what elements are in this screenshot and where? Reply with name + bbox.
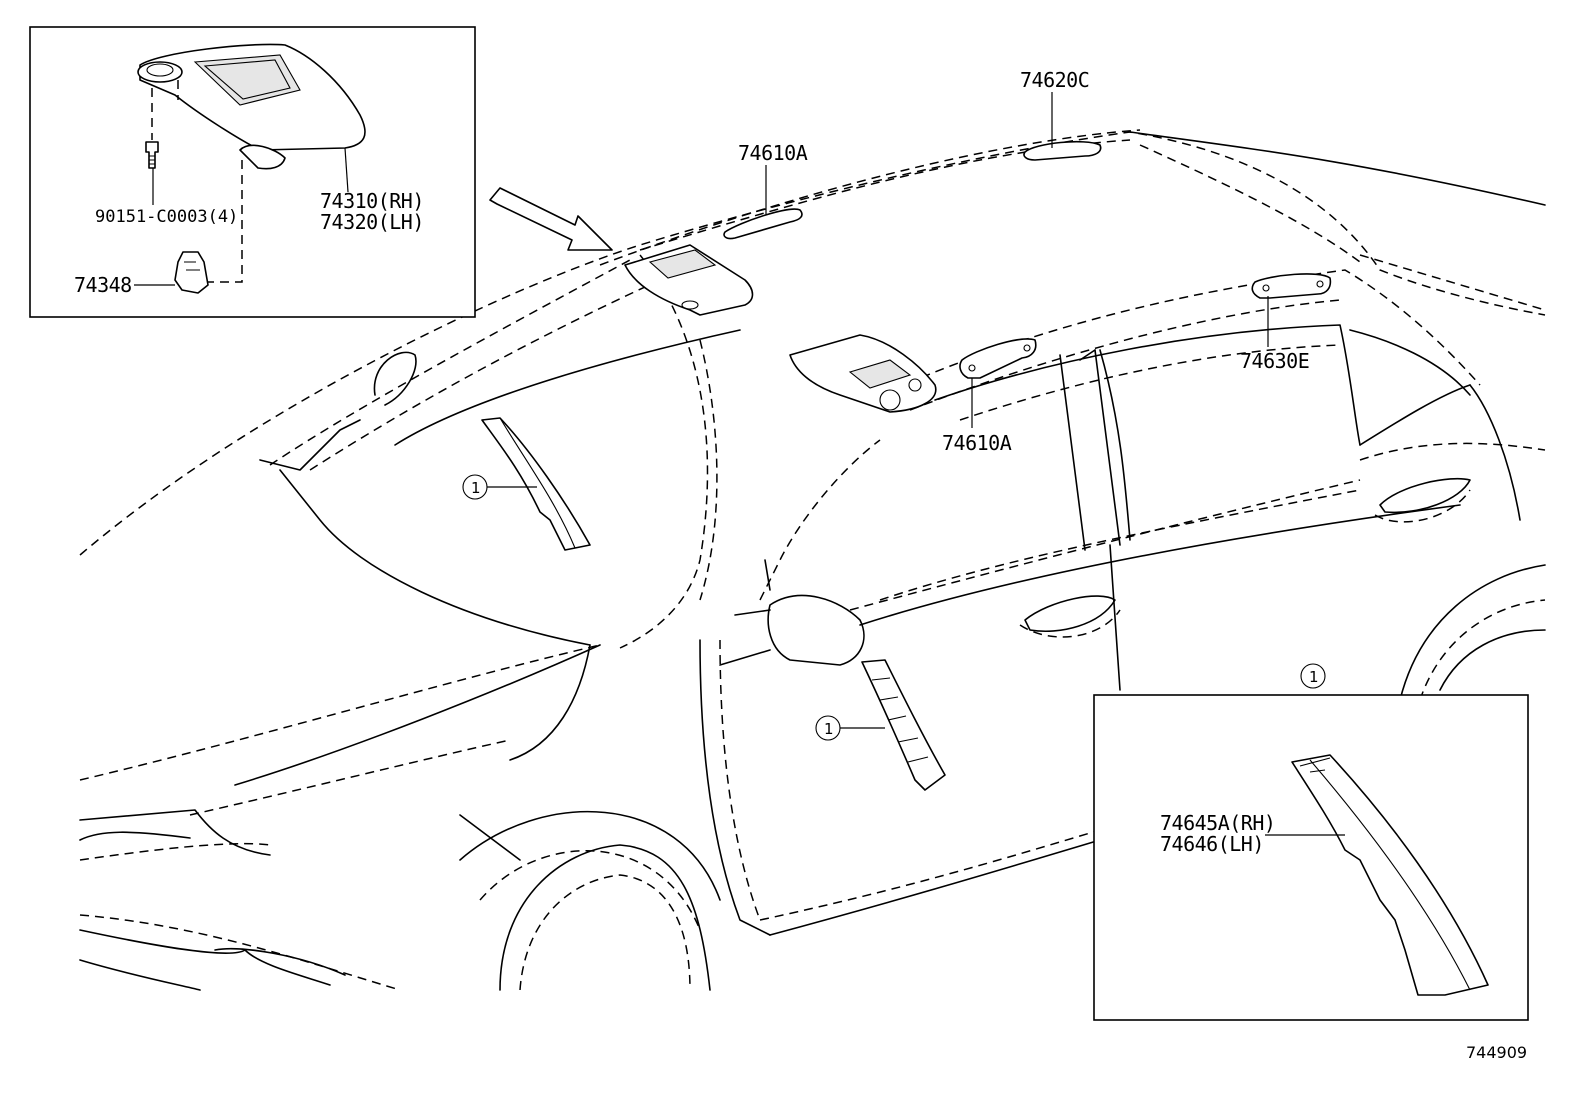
visor-holder-part [174, 251, 209, 294]
label-grip-front-side: 74610A [942, 431, 1012, 455]
label-holder: 74348 [74, 273, 132, 297]
assist-grip-side-rear [1251, 273, 1332, 299]
label-visor-rh: 74310(RH) [320, 189, 424, 213]
assist-grip-front-side [959, 338, 1037, 379]
label-grip-side-rear: 74630E [1240, 349, 1309, 373]
callout-1c: 1 [1309, 668, 1319, 686]
assist-grip-front-top [723, 208, 803, 240]
main-labels: 74610A 74620C 74610A 74630E 1 1 [462, 68, 1310, 741]
detail-frame-visor: 90151-C0003(4) 74310(RH) 74320(LH) 74348 [29, 26, 476, 318]
pillar-garnish-door [861, 659, 946, 791]
detail-frame-pillar: 1 74645A(RH) 74646(LH) [1093, 663, 1529, 1021]
sun-visor-right-installed [789, 334, 937, 413]
label-pillar-lh: 74646(LH) [1160, 832, 1264, 856]
pillar-garnish-windshield [481, 417, 591, 551]
callout-circle-1c [1300, 663, 1326, 689]
label-visor-lh: 74320(LH) [320, 210, 424, 234]
label-screw: 90151-C0003(4) [95, 207, 238, 227]
label-pillar-rh: 74645A(RH) [1160, 811, 1275, 835]
sun-visor-left-installed [624, 244, 754, 316]
car-body-outline [79, 129, 1546, 991]
direction-arrow [489, 187, 613, 251]
screw-part [145, 141, 159, 169]
label-grip-rear: 74620C [1020, 68, 1089, 92]
label-grip-front-top: 74610A [738, 141, 808, 165]
callout-1a: 1 [471, 479, 481, 497]
diagram-id: 744909 [1466, 1043, 1527, 1062]
assist-grip-rear-top [1023, 140, 1102, 161]
callout-1b: 1 [824, 720, 834, 738]
